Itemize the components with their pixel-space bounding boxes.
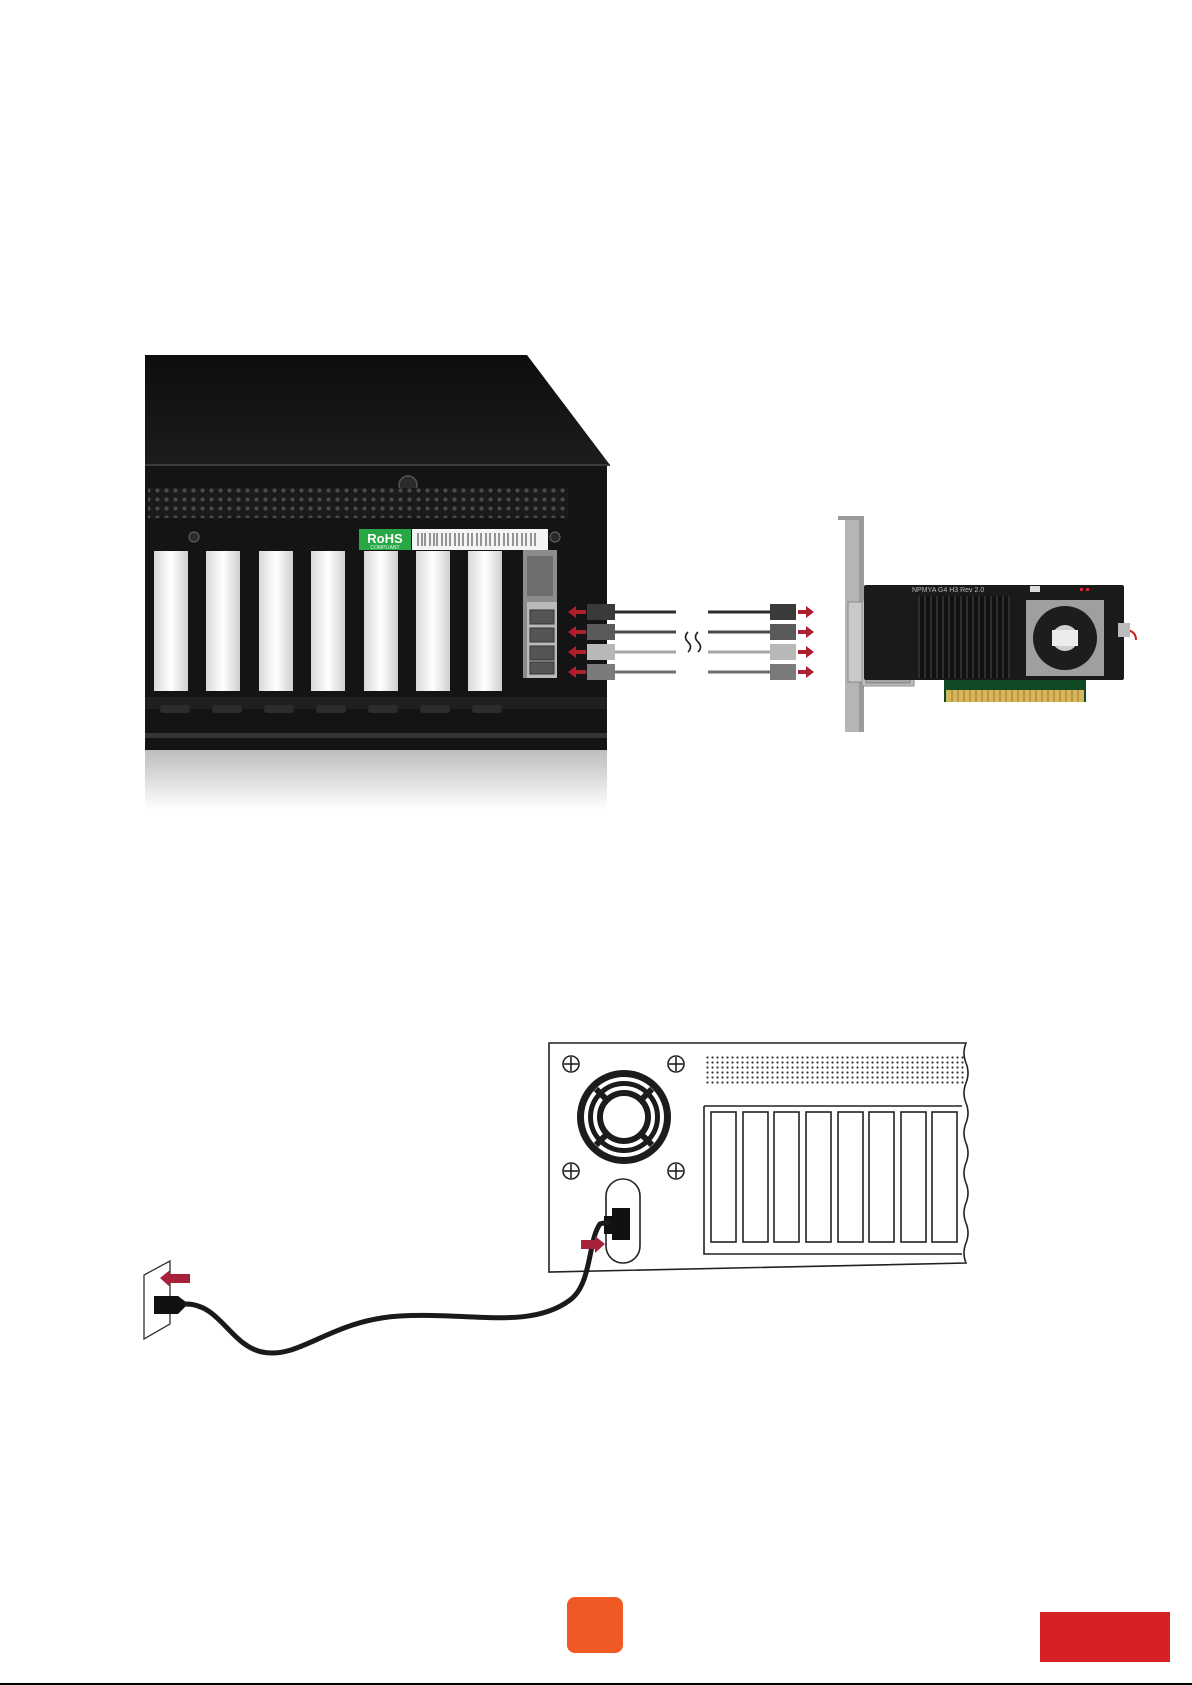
vent-grille <box>706 1056 964 1084</box>
pcie-target-card: NPMYA G4 H3 Rev 2.0 <box>838 516 1136 732</box>
fan-icon <box>577 1070 671 1164</box>
section-tab-marker <box>1040 1612 1170 1662</box>
power-cable <box>186 1222 608 1353</box>
arrows-to-outlet-and-chassis <box>160 1236 605 1287</box>
rohs-text: RoHS <box>367 531 403 546</box>
chassis-rear <box>549 1043 968 1272</box>
barcode-sticker <box>412 529 548 550</box>
vent-grille <box>148 488 568 518</box>
power-plug-outlet <box>154 1296 186 1314</box>
chassis-connection-figure: RoHS COMPLIANT <box>0 0 1192 850</box>
rohs-subtext: COMPLIANT <box>370 545 399 551</box>
arrows-to-card <box>798 606 814 678</box>
card-cable-connectors <box>770 604 796 680</box>
card-silkscreen: NPMYA G4 H3 Rev 2.0 <box>912 587 984 594</box>
cable-break-icon <box>686 632 701 652</box>
page-number-badge <box>567 1597 623 1653</box>
heatsink <box>918 596 1010 678</box>
expansion-slots <box>154 551 502 691</box>
cables <box>615 612 770 672</box>
chassis: RoHS COMPLIANT <box>145 355 610 810</box>
power-connection-figure <box>0 1000 1192 1400</box>
